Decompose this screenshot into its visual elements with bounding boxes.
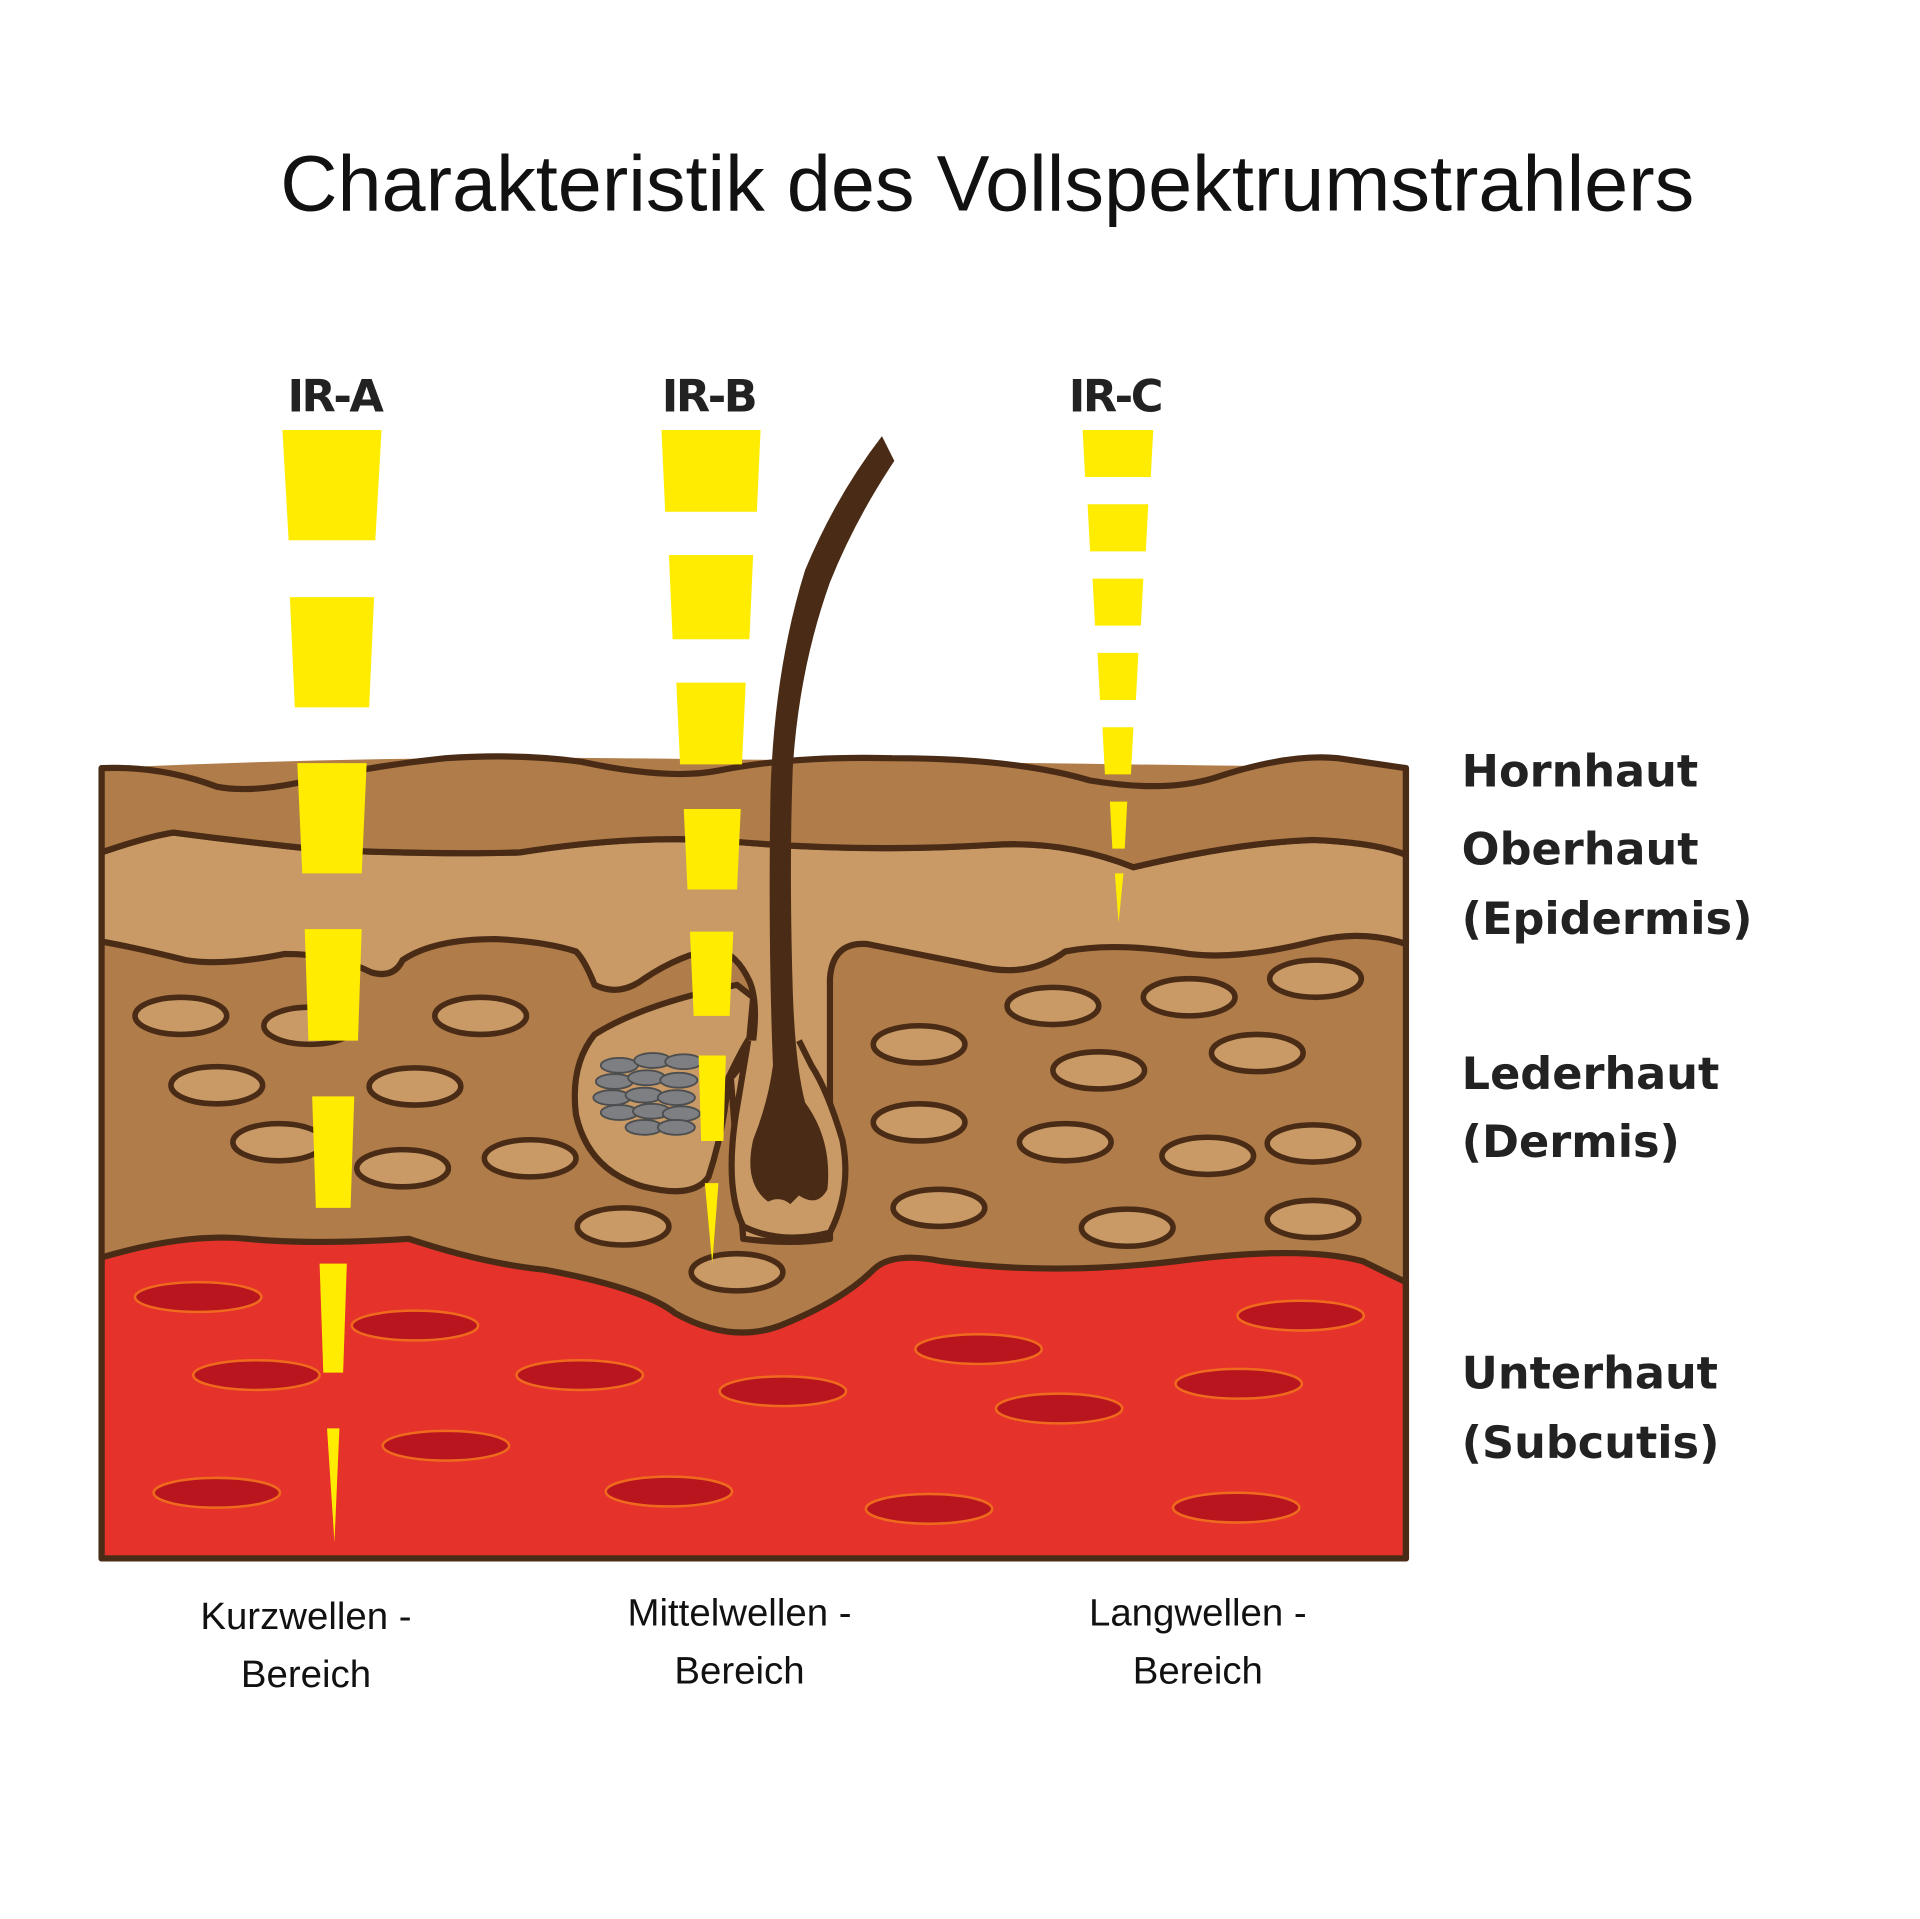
label-subcutis: (Subcutis) [1462, 1417, 1720, 1469]
ir-c-beam [1082, 429, 1154, 923]
skin-cross-section [98, 436, 1410, 1562]
dermis-cells [132, 957, 1365, 1294]
label-unterhaut: Unterhaut [1462, 1348, 1718, 1400]
hornhaut-layer [98, 753, 1410, 871]
label-dermis: (Dermis) [1462, 1116, 1680, 1168]
ir-a-label: IR-A [287, 370, 384, 422]
label-lederhaut: Lederhaut [1462, 1048, 1720, 1100]
ir-b-range-line1: Mittelwellen - [628, 1591, 852, 1634]
label-epidermis: (Epidermis) [1462, 893, 1753, 945]
diagram-title: Charakteristik des Vollspektrumstrahlers [280, 139, 1694, 228]
ir-c-range-line2: Bereich [1133, 1650, 1263, 1693]
blood-vessels [133, 1280, 1366, 1525]
label-oberhaut: Oberhaut [1462, 824, 1699, 876]
ir-a-range-line1: Kurzwellen - [200, 1595, 411, 1638]
hair [750, 436, 895, 1205]
ir-b-beam [661, 429, 761, 1264]
ir-a-range-line2: Bereich [241, 1653, 371, 1696]
ir-a-beam [282, 429, 382, 1543]
label-hornhaut: Hornhaut [1462, 746, 1699, 798]
ir-c-range-line1: Langwellen - [1089, 1591, 1307, 1634]
gland-cells [592, 1052, 704, 1136]
ir-b-range-line2: Bereich [674, 1650, 804, 1693]
ir-b-label: IR-B [662, 370, 755, 422]
ir-c-label: IR-C [1069, 370, 1161, 422]
